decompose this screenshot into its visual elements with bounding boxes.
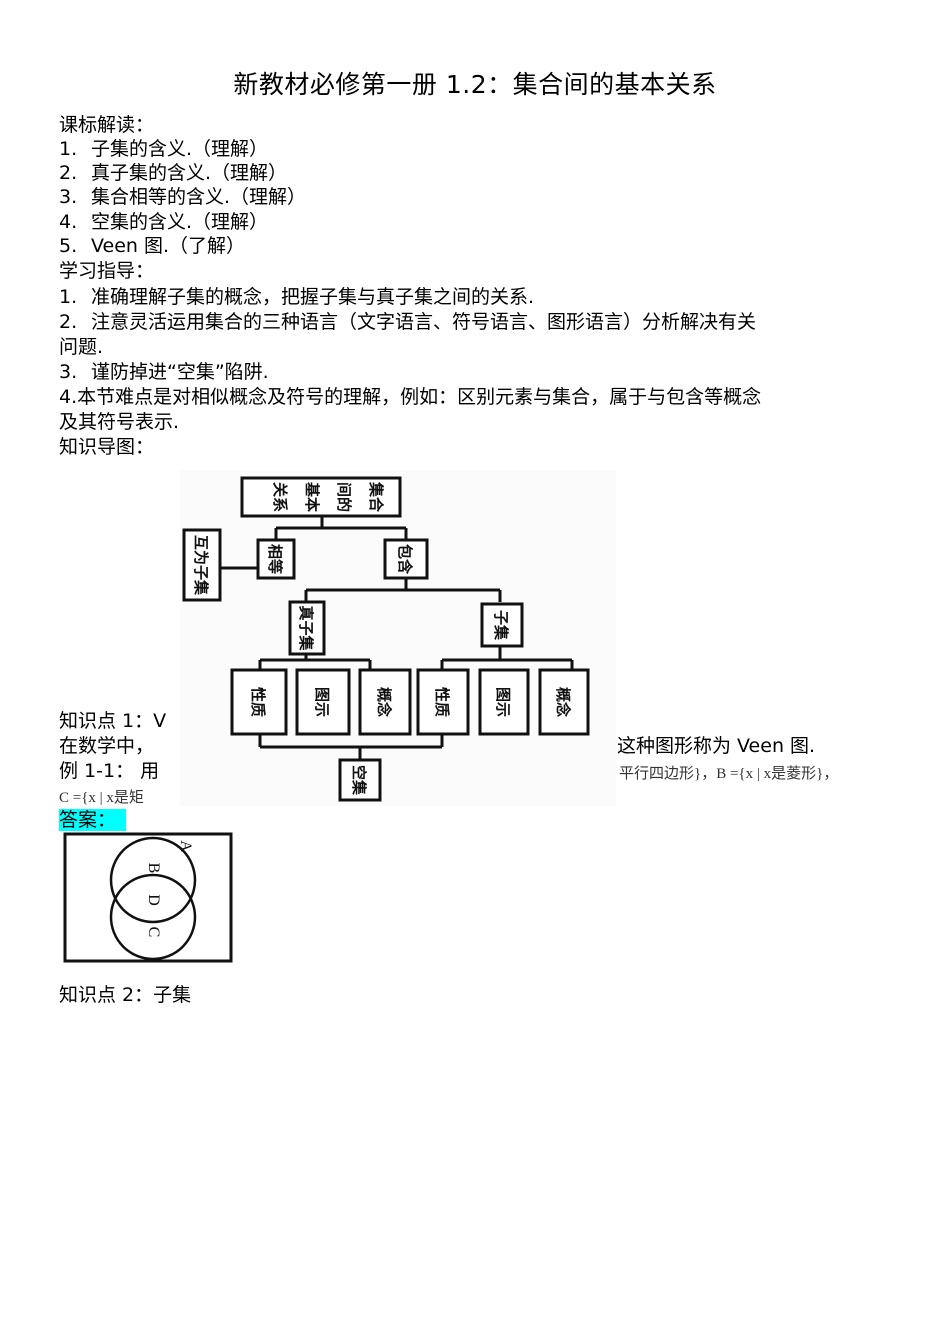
- list-text: 子集的含义.（理解）: [91, 138, 269, 160]
- list-text: 空集的含义.（理解）: [91, 211, 269, 233]
- mindmap-subset-diagram-label: 图示: [494, 687, 512, 717]
- curriculum-item: 2. 真子集的含义.（理解）: [59, 161, 287, 185]
- curriculum-item: 3. 集合相等的含义.（理解）: [59, 185, 306, 209]
- example-1-1-sets: 平行四边形}，B ={x | x是菱形}，: [619, 766, 839, 782]
- curriculum-heading: 课标解读：: [59, 114, 155, 136]
- mindmap-subset-property-label: 性质: [433, 687, 451, 717]
- venn-diagram-image: A B D C: [62, 832, 234, 964]
- list-number: 1.: [59, 138, 78, 160]
- list-text: 注意灵活运用集合的三种语言（文字语言、符号语言、图形语言）分析解决有关: [91, 311, 757, 333]
- guidance-item: 2. 注意灵活运用集合的三种语言（文字语言、符号语言、图形语言）分析解决有关: [59, 310, 756, 334]
- list-number: 2.: [59, 162, 78, 184]
- list-text: 集合相等的含义.（理解）: [91, 186, 307, 208]
- list-text: 准确理解子集的概念，把握子集与真子集之间的关系.: [91, 286, 535, 308]
- mindmap-proper-concept-label: 概念: [375, 687, 393, 717]
- guidance-item: 4.本节难点是对相似概念及符号的理解，例如：区别元素与集合，属于与包含等概念: [59, 385, 761, 409]
- example-1-1-set-c: C ={x | x是矩: [59, 790, 144, 806]
- curriculum-item: 5. Veen 图.（了解）: [59, 234, 245, 258]
- curriculum-item: 1. 子集的含义.（理解）: [59, 137, 268, 161]
- mindmap-empty-set-label: 空集: [350, 765, 368, 796]
- mindmap-subset-concept-label: 概念: [554, 687, 572, 717]
- answer-highlight: 答案：: [59, 809, 127, 831]
- list-text: 本节难点是对相似概念及符号的理解，例如：区别元素与集合，属于与包含等概念: [77, 386, 762, 408]
- list-number: 3.: [59, 186, 78, 208]
- document-title: 新教材必修第一册 1.2：集合间的基本关系: [233, 70, 717, 99]
- mindmap-equal-label: 相等: [266, 544, 284, 574]
- curriculum-item: 4. 空集的含义.（理解）: [59, 210, 268, 234]
- knowledge-point-2-heading: 知识点 2：子集: [59, 984, 192, 1006]
- list-number: 4.: [59, 386, 78, 408]
- knowledge-mindmap-image: 集合 间的 基本 关系 相等 互为子集 包含 真子集 子集 性质 图示 概念 性…: [180, 470, 616, 806]
- list-number: 5.: [59, 235, 78, 257]
- knowledge-point-1-heading: 知识点 1：V: [59, 710, 167, 732]
- list-number: 1.: [59, 286, 78, 308]
- mindmap-mutual-subset-label: 互为子集: [192, 535, 210, 596]
- list-text: 真子集的含义.（理解）: [91, 162, 288, 184]
- venn-label-d: D: [145, 894, 162, 906]
- venn-label-a: A: [177, 840, 194, 852]
- guidance-item-continuation: 及其符号表示.: [59, 411, 180, 433]
- guidance-item: 1. 准确理解子集的概念，把握子集与真子集之间的关系.: [59, 285, 534, 309]
- mindmap-contain-label: 包含: [396, 544, 414, 575]
- example-1-1-label: 例 1-1： 用: [59, 760, 160, 782]
- list-number: 2.: [59, 311, 78, 333]
- mindmap-subset-label: 子集: [492, 610, 510, 641]
- svg-text:间的: 间的: [335, 482, 353, 512]
- guidance-item: 3. 谨防掉进“空集”陷阱.: [59, 360, 269, 384]
- venn-label-c: C: [145, 927, 162, 938]
- veen-definition-right: 这种图形称为 Veen 图.: [617, 735, 816, 757]
- answer-label: 答案：: [59, 808, 127, 832]
- mindmap-heading: 知识导图：: [59, 436, 155, 458]
- list-number: 4.: [59, 211, 78, 233]
- svg-text:基本: 基本: [303, 481, 321, 512]
- list-text: 谨防掉进“空集”陷阱.: [91, 361, 269, 383]
- veen-definition-left: 在数学中，: [59, 735, 155, 757]
- guidance-heading: 学习指导：: [59, 260, 155, 282]
- mindmap-root-label: 集合 间的 基本 关系: [271, 481, 385, 513]
- mindmap-proper-property-label: 性质: [249, 687, 267, 717]
- svg-text:关系: 关系: [271, 482, 289, 512]
- guidance-item-continuation: 问题.: [59, 336, 104, 358]
- list-number: 3.: [59, 361, 78, 383]
- list-text: Veen 图.（了解）: [91, 235, 246, 257]
- mindmap-proper-subset-label: 真子集: [297, 605, 315, 651]
- svg-text:集合: 集合: [367, 481, 385, 513]
- venn-label-b: B: [145, 863, 162, 874]
- mindmap-proper-diagram-label: 图示: [313, 687, 331, 717]
